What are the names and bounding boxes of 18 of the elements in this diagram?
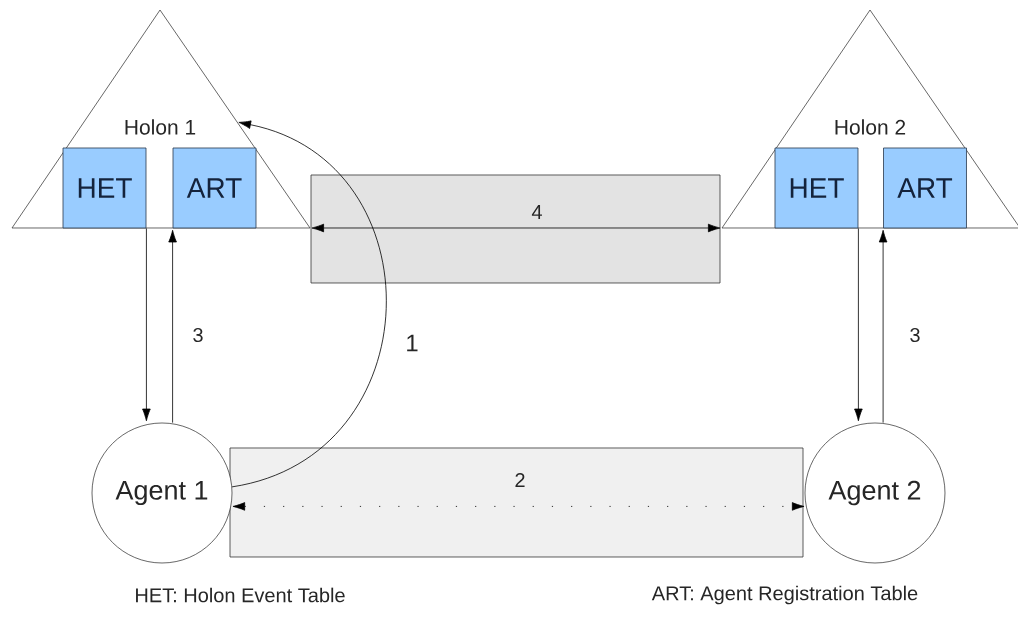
table-box: ART xyxy=(883,147,967,229)
edge-label: 2 xyxy=(515,473,525,487)
table-box: ART xyxy=(172,147,257,229)
legend-note: ART: Agent Registration Table xyxy=(651,585,918,605)
arrow xyxy=(878,229,888,424)
legend-note: HET: Holon Event Table xyxy=(136,587,345,603)
edge-label: 3 xyxy=(910,327,920,343)
arrow xyxy=(311,223,721,233)
edge-label: 1 xyxy=(407,334,418,352)
edge-label: 3 xyxy=(193,327,203,343)
arrow xyxy=(232,502,805,511)
arrow xyxy=(854,228,863,422)
arrow xyxy=(168,229,177,424)
arrow xyxy=(142,228,151,422)
edge-label: 4 xyxy=(531,205,542,219)
arrow xyxy=(231,120,387,488)
table-box: HET xyxy=(774,147,859,229)
table-box: HET xyxy=(62,147,147,229)
